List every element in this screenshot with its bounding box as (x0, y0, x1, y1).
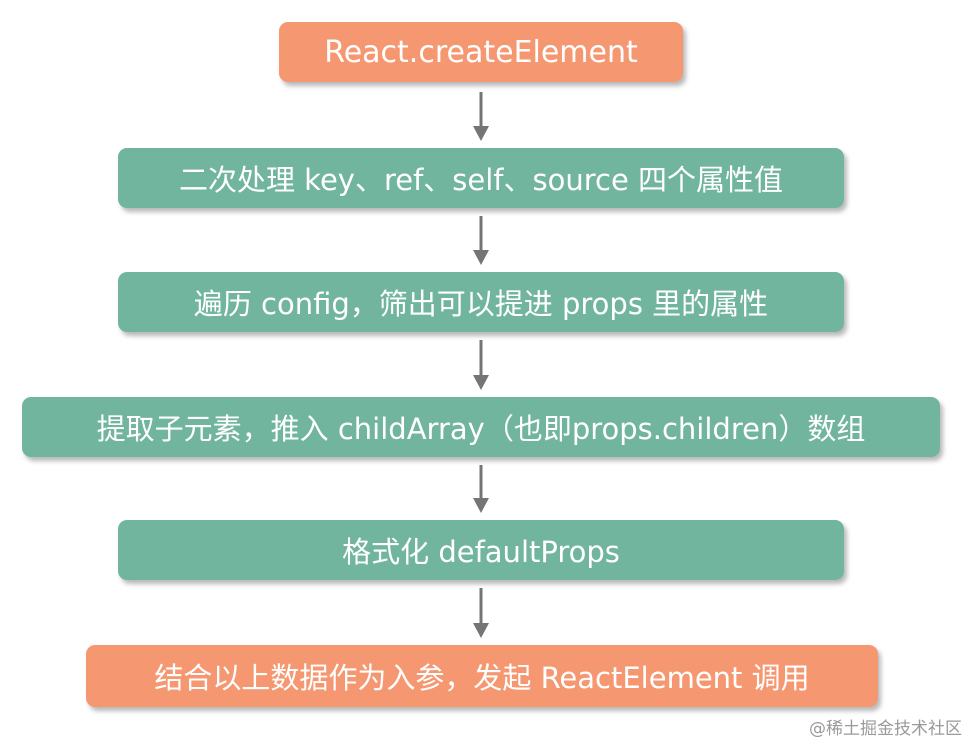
node-label: 结合以上数据作为入参，发起 ReactElement 调用 (154, 661, 810, 695)
arrow-0-1 (473, 92, 489, 141)
arrow-4-5 (473, 588, 489, 638)
node-format-defaultprops: 格式化 defaultProps (118, 520, 844, 580)
node-react-createelement: React.createElement (279, 22, 683, 82)
arrow-2-3 (473, 340, 489, 390)
arrow-3-4 (473, 465, 489, 513)
node-extract-children: 提取子元素，推入 childArray（也即props.children）数组 (22, 397, 940, 457)
node-label: 格式化 defaultProps (342, 535, 620, 569)
node-label: 二次处理 key、ref、self、source 四个属性值 (178, 163, 784, 197)
arrow-1-2 (473, 216, 489, 265)
node-label: 提取子元素，推入 childArray（也即props.children）数组 (96, 412, 866, 446)
watermark: @稀土掘金技术社区 (809, 719, 962, 739)
node-label: React.createElement (324, 34, 638, 70)
node-call-reactelement: 结合以上数据作为入参，发起 ReactElement 调用 (86, 645, 878, 707)
node-label: 遍历 config，筛出可以提进 props 里的属性 (193, 287, 769, 321)
node-process-special-props: 二次处理 key、ref、self、source 四个属性值 (118, 148, 844, 208)
node-iterate-config: 遍历 config，筛出可以提进 props 里的属性 (118, 272, 844, 332)
